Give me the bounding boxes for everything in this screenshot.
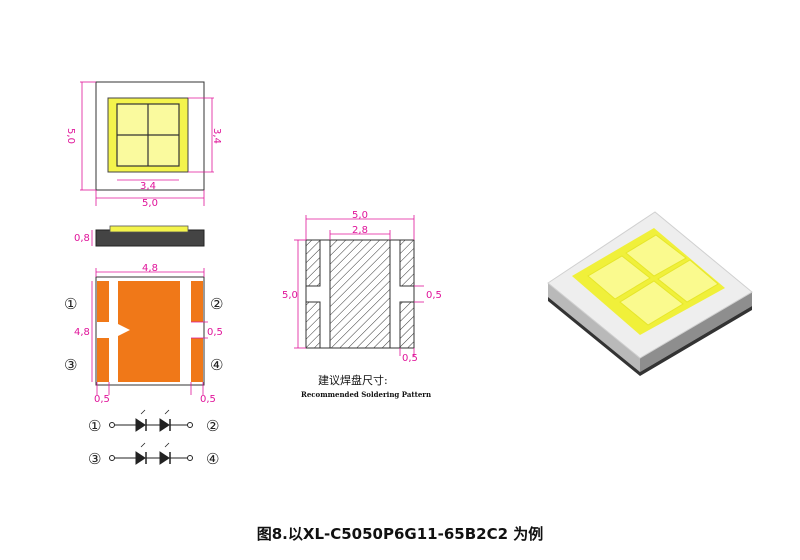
pattern-dim-gap-text: 0,5 — [426, 290, 442, 301]
pattern-pad-4 — [399, 301, 415, 349]
bottom-view: 4,8 4,8 0,5 0,5 0,5 ① ② ③ ④ — [64, 263, 223, 405]
dim-lens-width-text: 3,4 — [140, 181, 156, 192]
dim-thickness-text: 0,8 — [74, 233, 90, 244]
pad-3 — [97, 338, 109, 382]
dim-lens-height-text: 3,4 — [211, 128, 222, 144]
pattern-dim-center-lines — [329, 230, 391, 240]
top-view: 5,0 3,4 3,4 5,0 — [65, 81, 222, 209]
pin-label-1: ① — [64, 295, 77, 313]
dim-margin-lines — [96, 382, 204, 395]
pattern-dim-center-text: 2,8 — [352, 225, 368, 236]
schematic-pin-3: ③ — [88, 450, 101, 468]
pad-2 — [191, 281, 203, 322]
pattern-center-pad — [329, 239, 391, 349]
pad-4 — [191, 338, 203, 382]
pattern-dim-bottom-text: 0,5 — [402, 353, 418, 364]
render-left-face — [548, 283, 640, 372]
schematic-pin-4: ④ — [206, 450, 219, 468]
dim-height-lines — [80, 81, 96, 191]
pattern-dim-width-text: 5,0 — [352, 210, 368, 221]
dim-right-margin-text: 0,5 — [200, 394, 216, 405]
lens-side — [109, 225, 189, 233]
pin-label-4: ④ — [210, 356, 223, 374]
dim-pad-width-text: 4,8 — [142, 263, 158, 274]
thermal-pad — [118, 281, 180, 382]
schematic: ① ② ③ ④ — [88, 409, 219, 468]
pattern-dim-bottom-lines — [399, 348, 415, 356]
pattern-pad-3 — [305, 301, 321, 349]
render-lens — [572, 228, 725, 335]
pin-label-3: ③ — [64, 356, 77, 374]
led-3d-render — [547, 211, 753, 376]
pattern-pad-2 — [399, 239, 415, 287]
pattern-dim-gap-lines — [414, 285, 424, 303]
schematic-pin-1: ① — [88, 417, 101, 435]
pattern-dim-height-lines — [294, 239, 306, 349]
diode-pair-1 — [109, 409, 193, 432]
side-view: 0,8 — [74, 225, 205, 247]
dim-pad-height-text: 4,8 — [74, 327, 90, 338]
pattern-pad-1 — [305, 239, 321, 287]
dim-height-text: 5,0 — [65, 128, 76, 144]
figure-caption: 图8.以XL-C5050P6G11-65B2C2 为例 — [256, 525, 544, 543]
dim-pad-width-lines — [95, 268, 205, 277]
pattern-dim-width-lines — [305, 215, 415, 240]
render-chip-3 — [619, 280, 684, 326]
render-chip-2 — [625, 234, 687, 277]
dim-lens-height-lines — [188, 97, 214, 173]
dim-width-text: 5,0 — [142, 198, 158, 209]
pad-1 — [97, 281, 109, 322]
dim-width-lines — [95, 190, 205, 206]
schematic-pin-2: ② — [206, 417, 219, 435]
pattern-label-cn: 建议焊盘尺寸: — [318, 373, 388, 387]
render-right-face — [640, 292, 752, 372]
dim-left-margin-text: 0,5 — [94, 394, 110, 405]
diode-pair-2 — [109, 442, 193, 465]
dim-gap-lines — [191, 321, 208, 339]
solder-pattern: 5,0 2,8 5,0 0,5 0,5 建议焊盘尺寸: Recommended … — [282, 210, 442, 399]
pattern-label-en: Recommended Soldering Pattern — [301, 390, 431, 399]
render-chip-4 — [657, 259, 719, 303]
dim-gap-text: 0,5 — [207, 327, 223, 338]
pin-label-2: ② — [210, 295, 223, 313]
pattern-dim-height-text: 5,0 — [282, 290, 298, 301]
render-chip-1 — [587, 255, 651, 300]
